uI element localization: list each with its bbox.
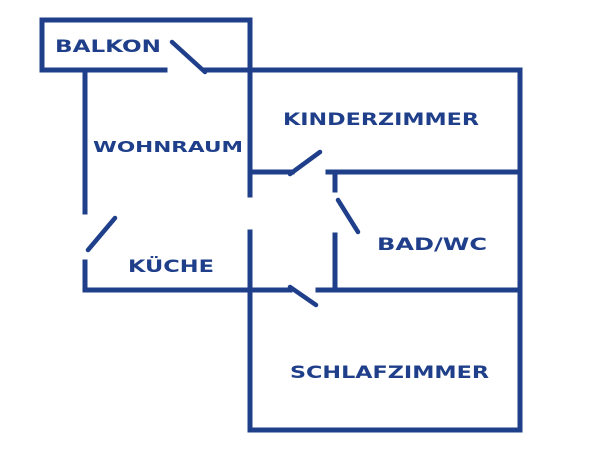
door-schlafzimmer bbox=[287, 284, 319, 308]
door-bad bbox=[335, 197, 361, 235]
room-label-kinderzimmer: KINDERZIMMER bbox=[283, 110, 479, 130]
room-label-balkon: BALKON bbox=[55, 37, 161, 57]
balkon-walls bbox=[39, 17, 253, 73]
door-balkon bbox=[169, 39, 208, 75]
room-label-wohnraum: WOHNRAUM bbox=[93, 138, 243, 156]
room-label-kueche: KÜCHE bbox=[128, 255, 214, 277]
room-label-bad-wc: BAD/WC bbox=[377, 235, 487, 255]
outer-walls bbox=[82, 17, 523, 433]
interior-walls bbox=[247, 67, 523, 293]
room-label-schlafzimmer: SCHLAFZIMMER bbox=[290, 363, 489, 383]
door-kueche bbox=[85, 215, 118, 253]
door-kinderzimmer bbox=[287, 149, 323, 177]
doors bbox=[85, 39, 361, 308]
